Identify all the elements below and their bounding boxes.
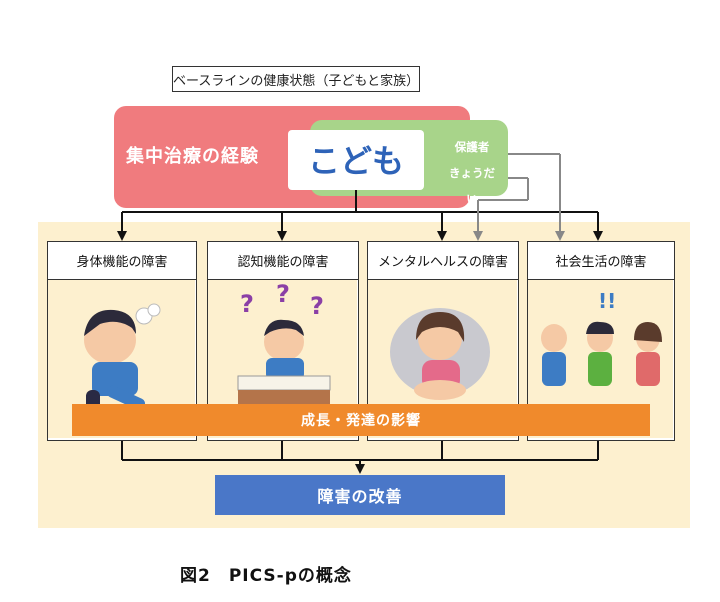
baseline-health-box: ベースラインの健康状態（子どもと家族）: [172, 66, 420, 92]
svg-text:?: ?: [276, 280, 290, 308]
child-to-domains-arrows: [117, 190, 603, 241]
baseline-health-label: ベースラインの健康状態（子どもと家族）: [173, 73, 420, 89]
child-box: [288, 130, 424, 190]
sibling-label: きょうだい: [449, 166, 495, 206]
domains-to-improvement-arrow: [121, 441, 599, 474]
growth-development-bar: 成長・発達の影響: [72, 404, 650, 436]
family-to-domains-arrows: [473, 153, 565, 241]
improvement-box: 障害の改善: [215, 475, 505, 515]
domain-title-mental: メンタルヘルスの障害: [368, 242, 518, 280]
guardian-label: 保護者: [454, 140, 490, 154]
svg-text:?: ?: [240, 290, 254, 318]
domain-title-social: 社会生活の障害: [528, 242, 674, 280]
svg-text:!!: !!: [598, 289, 616, 313]
domain-title-physical: 身体機能の障害: [48, 242, 196, 280]
improvement-label: 障害の改善: [317, 487, 403, 506]
growth-development-label: 成長・発達の影響: [301, 413, 421, 429]
figure-caption: 図2 PICS-pの概念: [180, 566, 352, 586]
icu-experience-label: 集中治療の経験: [126, 146, 259, 167]
domain-title-cognitive: 認知機能の障害: [208, 242, 358, 280]
svg-text:?: ?: [310, 292, 324, 320]
family-labels: 保護者 きょうだい: [444, 134, 500, 212]
child-label: こども: [307, 142, 404, 180]
